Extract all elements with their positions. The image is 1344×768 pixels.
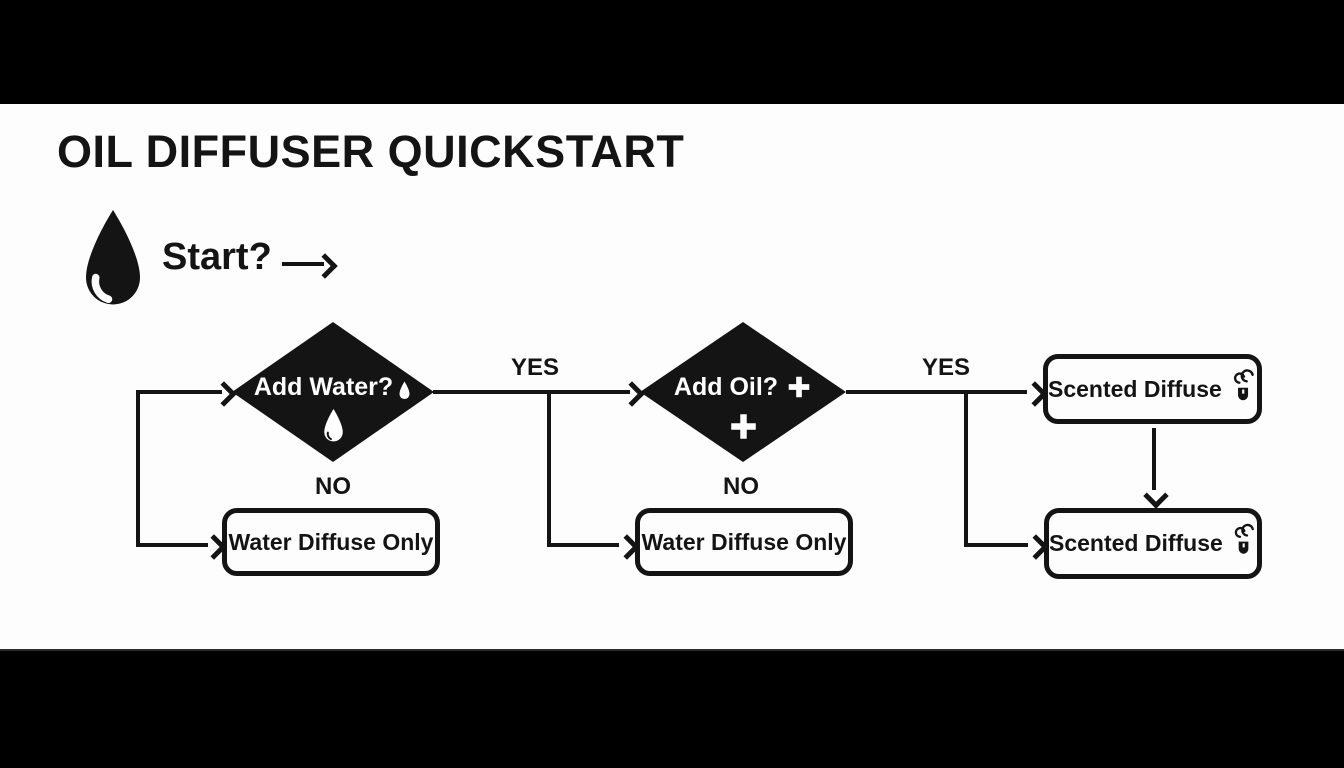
arrowhead-into-add-oil-icon xyxy=(619,381,645,407)
plus-icon xyxy=(788,376,810,398)
decision-add-oil: Add Oil? xyxy=(640,322,846,462)
right-arrow-icon xyxy=(312,253,338,279)
edge-branch2-vertical xyxy=(964,390,968,547)
node-scented-diffuse-2-label: Scented Diffuse xyxy=(1049,530,1223,556)
decision-add-water: Add Water? xyxy=(232,322,434,462)
start-arrow-shaft xyxy=(282,262,324,266)
node-water-diffuse-only-2-label: Water Diffuse Only xyxy=(641,528,847,555)
node-scented-diffuse-2: Scented Diffuse xyxy=(1044,508,1262,579)
edge-branch2-horizontal xyxy=(964,543,1028,547)
water-drop-icon xyxy=(323,409,343,442)
water-drop-icon xyxy=(399,381,410,400)
node-scented-diffuse-1: Scented Diffuse xyxy=(1043,354,1262,424)
node-water-diffuse-only-2: Water Diffuse Only xyxy=(635,508,853,576)
page-title: OIL DIFFUSER QUICKSTART xyxy=(57,126,685,177)
yes-label-1: YES xyxy=(510,354,560,381)
edge-no2-vertical xyxy=(547,390,551,547)
edge-no1-vertical xyxy=(136,390,140,547)
edge-scented1-to-scented2 xyxy=(1152,428,1156,490)
decision-add-water-label: Add Water? xyxy=(253,373,394,401)
diffuser-steam-icon xyxy=(1234,523,1254,554)
node-scented-diffuse-1-label: Scented Diffuse xyxy=(1048,375,1222,402)
node-water-diffuse-only-1: Water Diffuse Only xyxy=(222,508,440,576)
water-drop-icon xyxy=(86,210,140,305)
diffuser-steam-icon xyxy=(1233,368,1254,400)
letterbox-top-bar xyxy=(0,0,1344,106)
diagram-canvas: OIL DIFFUSER QUICKSTART Start? YES xyxy=(0,104,1344,649)
edge-yes1 xyxy=(433,390,630,394)
arrowhead-into-add-water-icon xyxy=(211,381,237,407)
node-water-diffuse-only-1-label: Water Diffuse Only xyxy=(228,528,434,555)
yes-label-2: YES xyxy=(921,354,971,381)
decision-add-oil-label: Add Oil? xyxy=(673,372,779,401)
plus-icon xyxy=(730,414,756,439)
edge-yes2 xyxy=(846,390,1027,394)
letterbox-bottom-bar xyxy=(0,649,1344,768)
no-label-1: NO xyxy=(315,473,351,500)
arrowhead-down-scented-icon xyxy=(1143,483,1169,509)
edge-into-add-water xyxy=(136,390,222,394)
edge-no1-horizontal xyxy=(136,543,208,547)
edge-no2-horizontal xyxy=(547,543,619,547)
start-label: Start? xyxy=(162,236,272,278)
no-label-2: NO xyxy=(723,473,759,500)
